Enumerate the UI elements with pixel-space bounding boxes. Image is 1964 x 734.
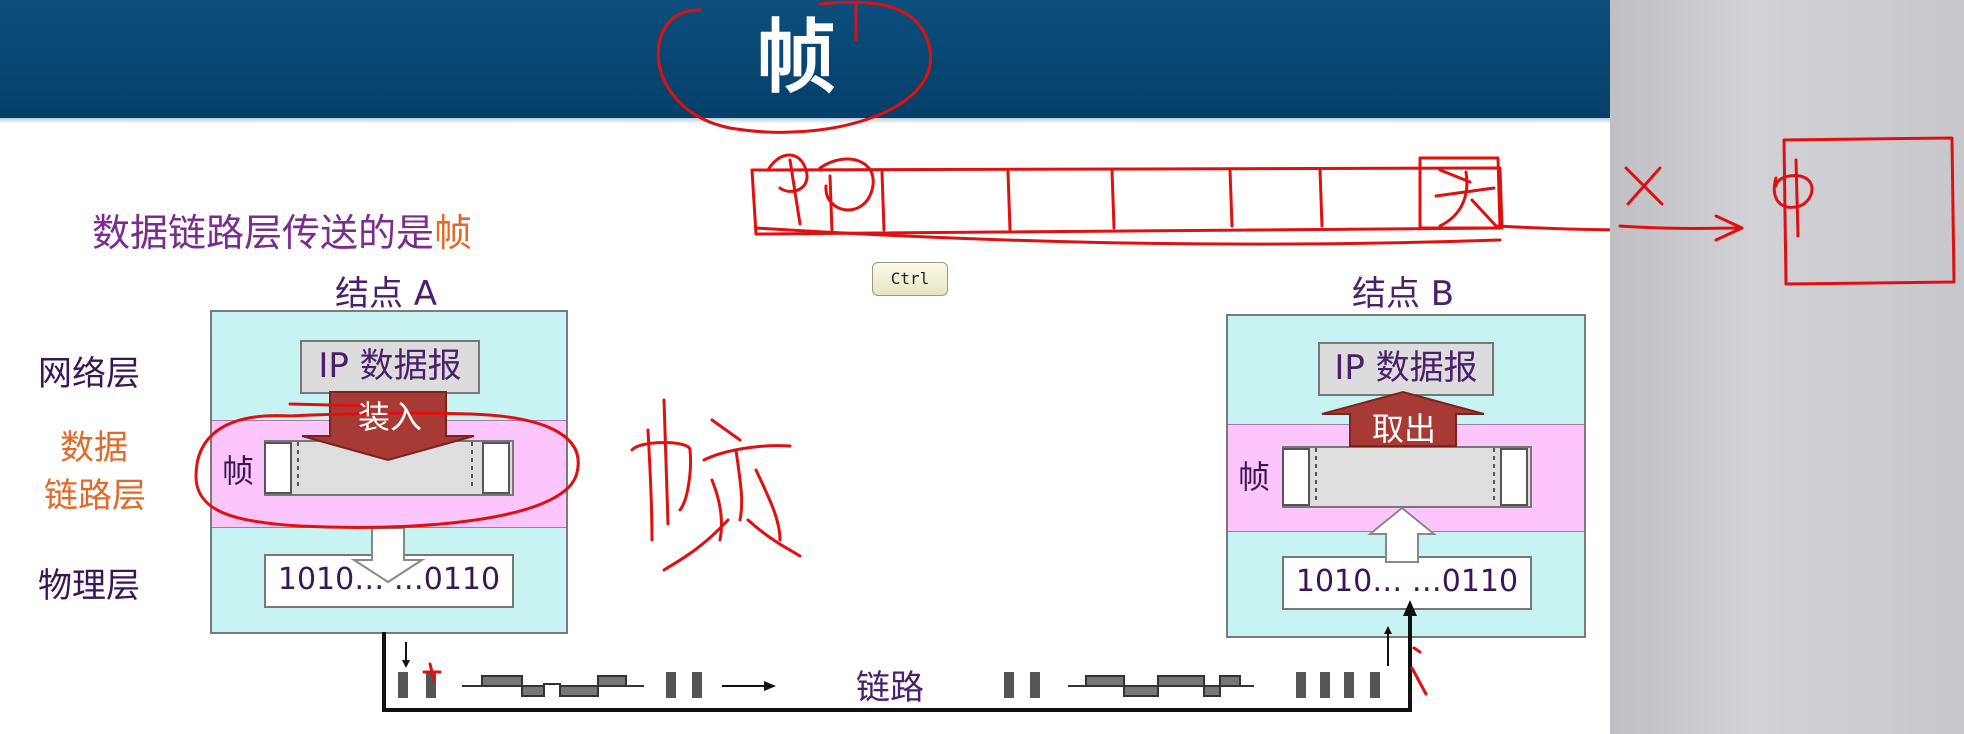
node-b-label: 结点 B bbox=[1352, 274, 1455, 314]
extract-label: 取出 bbox=[1371, 410, 1436, 448]
link-line bbox=[382, 606, 1412, 712]
extract-arrow bbox=[1321, 390, 1485, 447]
slide-title: 帧 bbox=[756, 11, 836, 104]
node-a-bits-arrow bbox=[350, 527, 426, 584]
keystroke-badge: Ctrl bbox=[872, 262, 948, 296]
link-waveform bbox=[462, 675, 1254, 697]
diagram-shapes bbox=[194, 0, 1610, 712]
node-b-frame-trailer bbox=[1500, 448, 1528, 506]
subtitle-highlight: 帧 bbox=[434, 211, 473, 255]
node-b-frame-label: 帧 bbox=[1238, 458, 1271, 496]
node-a-label: 结点 A bbox=[335, 274, 438, 314]
node-a-frame-label: 帧 bbox=[222, 452, 255, 490]
layer-label-physical: 物理层 bbox=[38, 566, 140, 606]
node-b-frame-header bbox=[1282, 448, 1310, 506]
node-a-ip-datagram: IP 数据报 bbox=[300, 340, 480, 394]
node-b-ip-datagram: IP 数据报 bbox=[1318, 342, 1494, 396]
title-bar: 帧 bbox=[0, 0, 1610, 124]
ink-annotations bbox=[194, 0, 1610, 696]
layer-label-datalink-1: 数据 bbox=[60, 428, 128, 468]
node-a-frame-header bbox=[264, 442, 292, 494]
subtitle-text: 数据链路层传送的是 bbox=[92, 211, 435, 255]
encapsulate-arrow bbox=[301, 391, 475, 462]
layer-label-network: 网络层 bbox=[38, 354, 140, 394]
node-b-bits-arrow bbox=[1367, 506, 1437, 563]
node-a-frame-trailer bbox=[482, 442, 510, 494]
link-label: 链路 bbox=[856, 668, 924, 708]
slide-subtitle: 数据链路层传送的是帧 bbox=[92, 202, 472, 257]
slide: 帧 数据链路层传送的是帧 网络层 数据 链路层 物理层 结点 A 结点 B IP… bbox=[0, 0, 1610, 712]
encapsulate-label: 装入 bbox=[357, 398, 422, 436]
layer-label-datalink-2: 链路层 bbox=[44, 476, 146, 516]
link-signal-blocks bbox=[398, 672, 1380, 698]
slide-canvas-margin bbox=[1610, 0, 1964, 734]
